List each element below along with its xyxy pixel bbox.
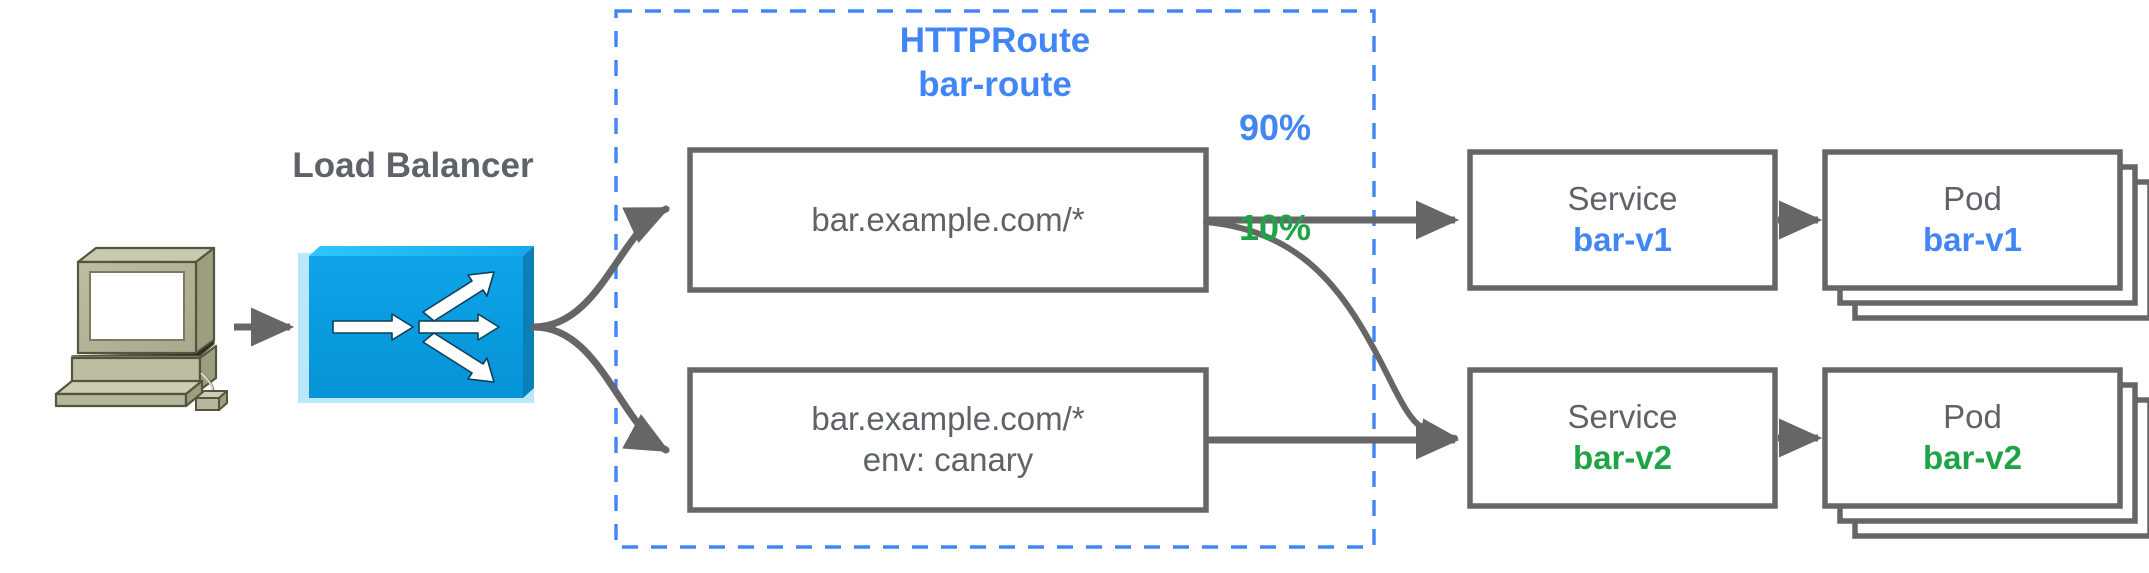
pod-stack-v2 — [1822, 367, 2149, 539]
service-v1-kind-label: Service — [1567, 180, 1678, 218]
service-v1-text: Service bar-v1 — [1470, 152, 1775, 288]
network-switch-icon — [298, 246, 534, 403]
rule-primary-text: bar.example.com/* — [690, 150, 1206, 290]
httproute-title: HTTPRoute bar-route — [715, 20, 1275, 105]
pod-v2-text: Pod bar-v2 — [1825, 370, 2120, 506]
load-balancer-label: Load Balancer — [292, 146, 534, 185]
service-box-v1 — [1467, 149, 1778, 291]
pod-stack-v1 — [1822, 149, 2149, 321]
pod-v1-text: Pod bar-v1 — [1825, 152, 2120, 288]
service-v1-name-label: bar-v1 — [1572, 221, 1673, 258]
httproute-kind-label: HTTPRoute — [899, 21, 1091, 61]
service-box-v2 — [1467, 367, 1778, 509]
computer-workstation-icon — [54, 246, 228, 411]
httproute-dashed-boundary — [614, 9, 1376, 549]
service-v2-kind-label: Service — [1567, 398, 1678, 436]
rule-canary-match-line2: env: canary — [862, 441, 1034, 478]
pod-v2-name-label: bar-v2 — [1922, 439, 2023, 476]
weight-label-10: 10% — [1238, 207, 1312, 248]
rule-canary-match-line1: bar.example.com/* — [811, 400, 1085, 438]
arrow-lb-to-rule-canary — [530, 323, 670, 454]
service-v2-name-label: bar-v2 — [1572, 439, 1673, 476]
rule-primary-match-line1: bar.example.com/* — [811, 200, 1085, 238]
rule-box-canary — [687, 367, 1209, 513]
arrow-rule-primary-to-service-v2 — [1203, 219, 1459, 452]
weight-label-90: 90% — [1238, 107, 1312, 148]
service-v2-text: Service bar-v2 — [1470, 370, 1775, 506]
pod-v1-name-label: bar-v1 — [1922, 221, 2023, 258]
arrow-lb-to-rule-primary — [530, 205, 670, 331]
rule-canary-text: bar.example.com/* env: canary — [690, 370, 1206, 510]
pod-v1-kind-label: Pod — [1943, 180, 2002, 218]
httproute-name-label: bar-route — [918, 64, 1072, 104]
pod-v2-kind-label: Pod — [1943, 398, 2002, 436]
